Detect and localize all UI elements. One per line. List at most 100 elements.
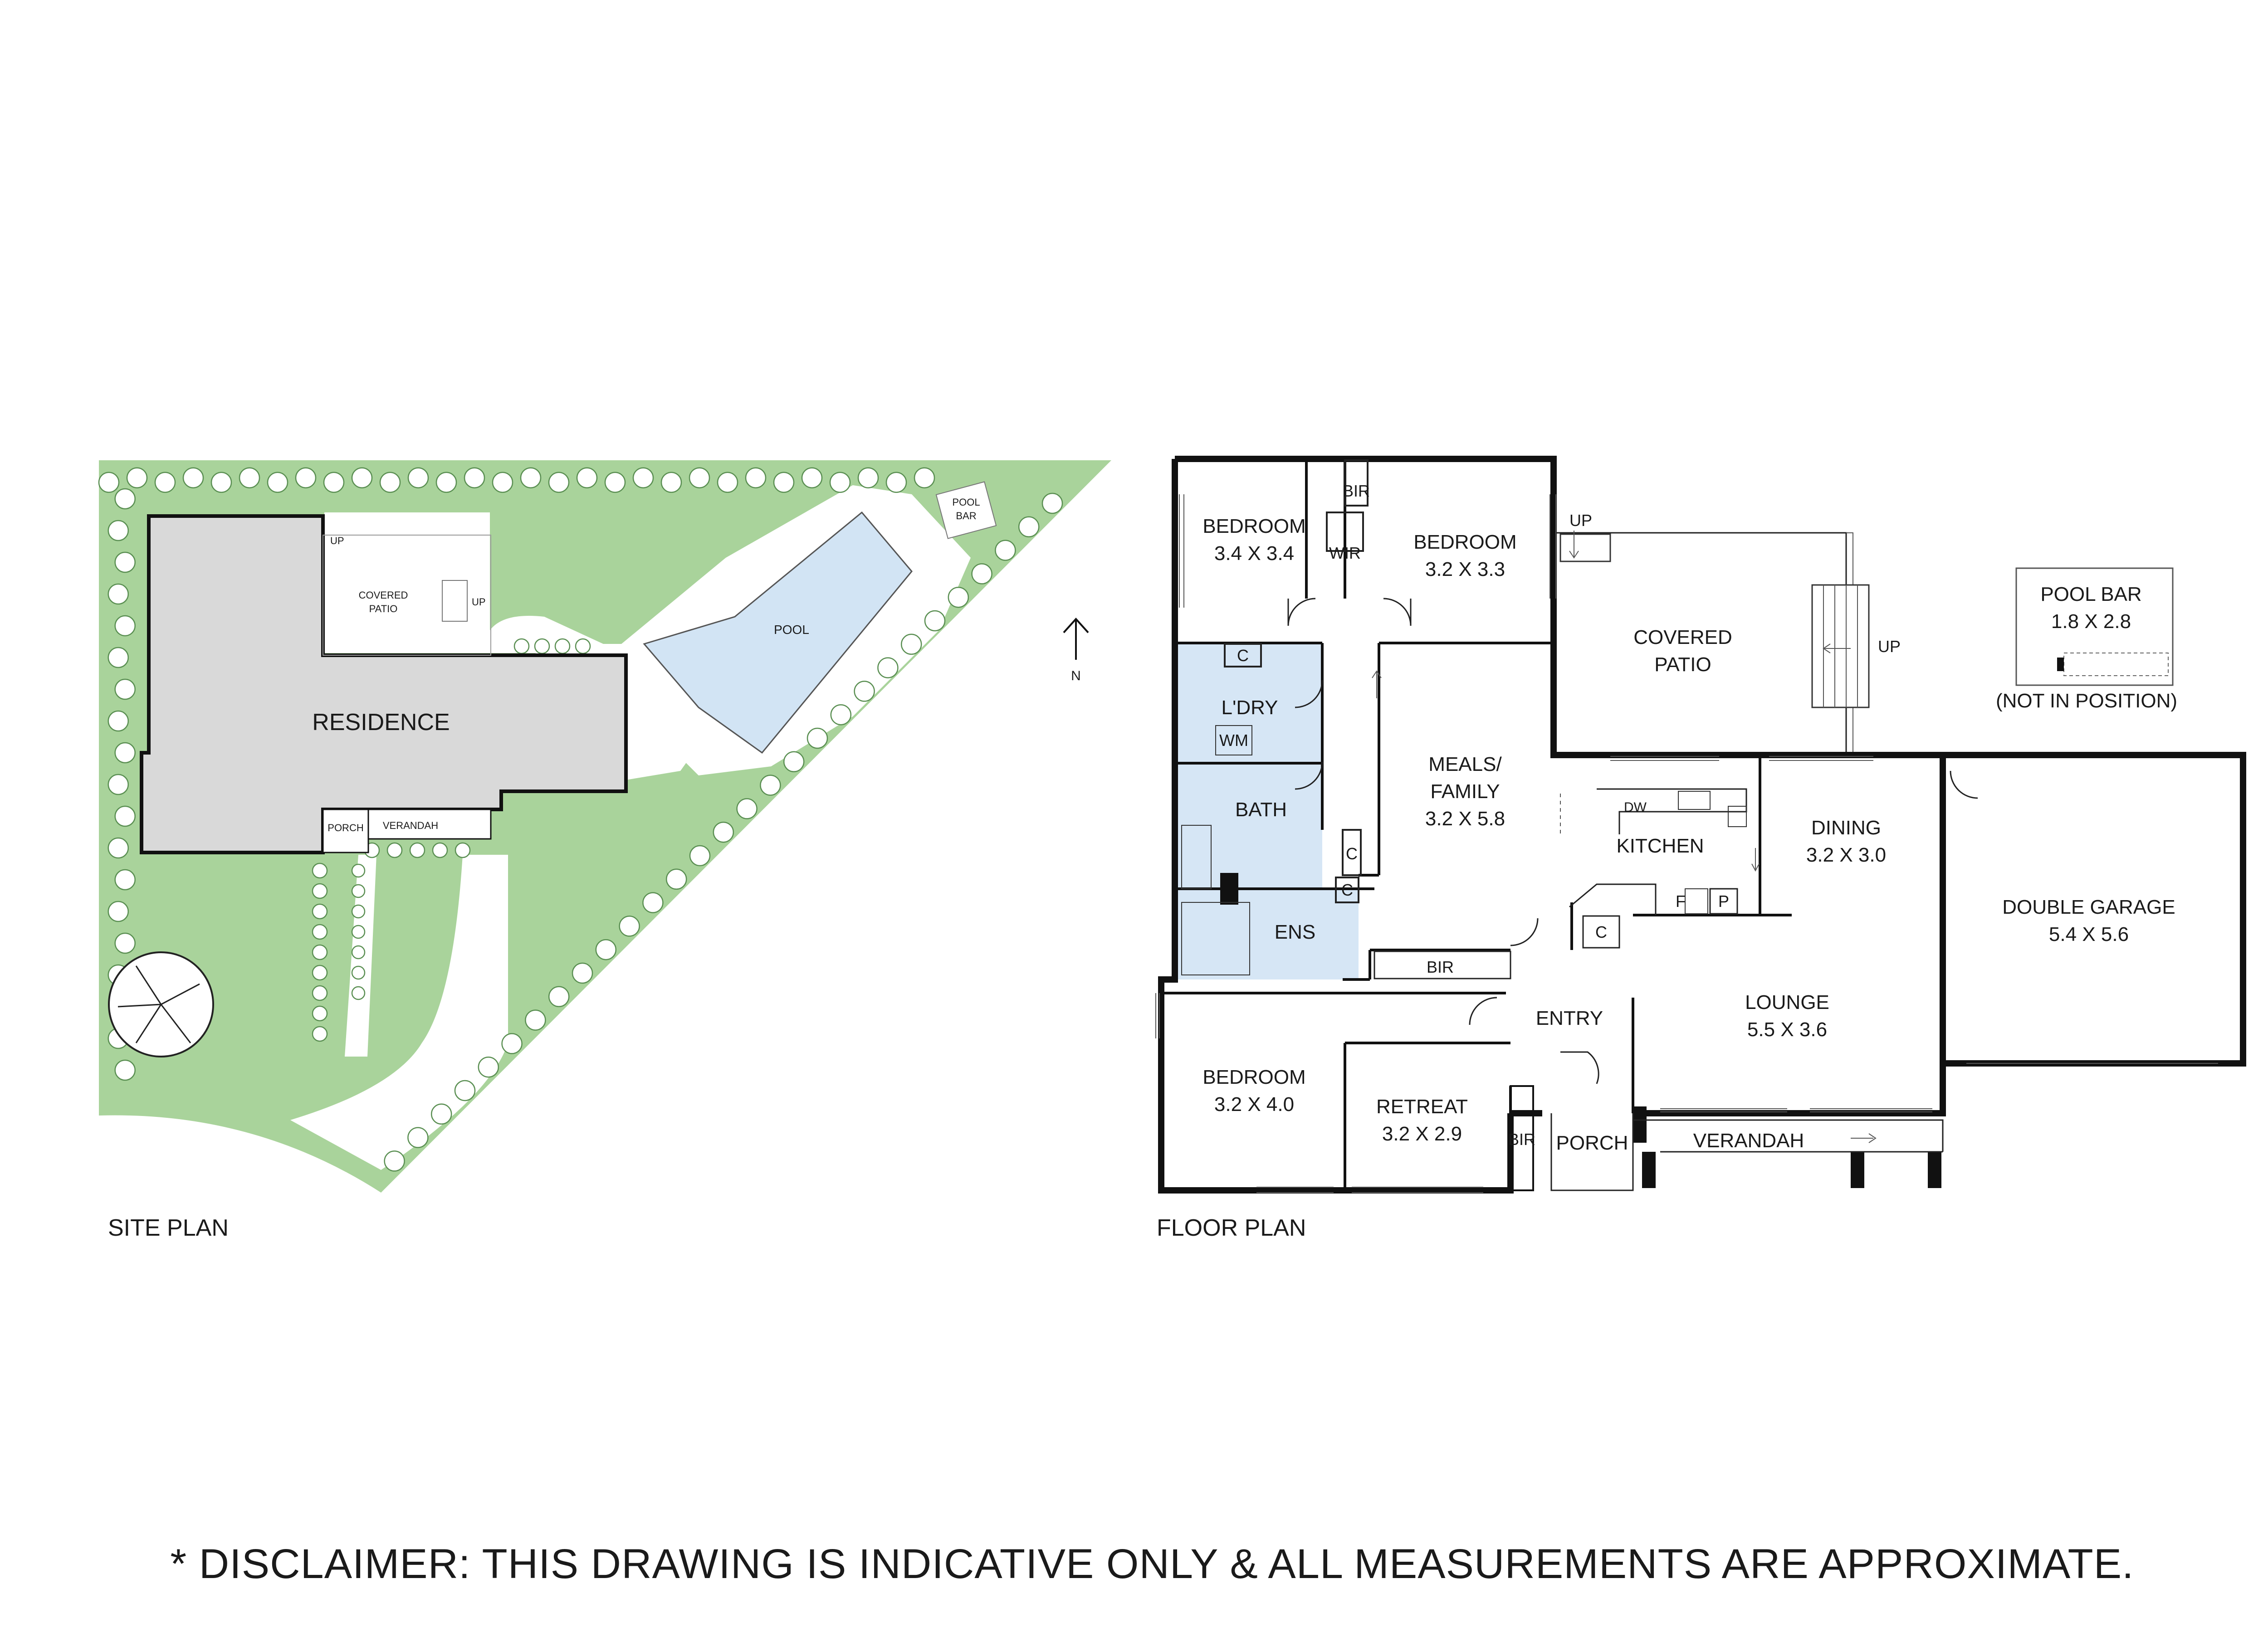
tree-icon [126,467,148,488]
tree-icon [717,472,738,493]
tree-icon [454,1080,476,1101]
bedroom2-size: 3.2 X 3.3 [1425,558,1505,580]
covered-patio-line2: PATIO [1654,653,1711,676]
tree-icon [351,986,366,1000]
tree-icon [435,472,457,493]
tree-icon [501,1033,523,1054]
tree-icon [108,837,129,859]
c2-label: C [1346,844,1358,863]
tree-icon [924,610,946,632]
kitchen-island [1569,883,1657,915]
site-pool-bar [935,481,997,539]
tree-icon [548,986,570,1008]
shower-base [1181,902,1250,975]
ens-label: ENS [1275,921,1315,943]
tree-icon [108,901,129,922]
c-box-laundry [1224,643,1262,667]
tree-icon [407,1127,429,1148]
porch-label: PORCH [1556,1132,1628,1154]
kitchen-label: KITCHEN [1616,835,1704,857]
tree-icon [948,586,969,608]
bir1-label: BIR [1343,482,1370,500]
doors [1287,598,1978,1084]
dw-label: DW [1624,800,1647,815]
tree-icon [595,939,617,960]
tree-icon [108,647,129,668]
tree-icon [1018,516,1040,538]
bedroom3-name: BEDROOM [1202,1066,1305,1088]
tree-icon [1041,492,1063,514]
tree-icon [885,472,907,493]
tree-icon [351,945,366,960]
tree-icon [773,472,795,493]
kitchen-bench [1597,788,1747,834]
tree-icon [520,467,542,488]
site-large-tree [108,951,214,1057]
porch-outline [1550,1113,1944,1191]
tree-icon [351,884,366,898]
tree-icon [351,904,366,919]
floor-plan: BEDROOM 3.4 X 3.4 BEDROOM 3.2 X 3.3 BIR … [1155,456,2246,1241]
bedroom1-size: 3.4 X 3.4 [1214,542,1294,565]
entry-label: ENTRY [1536,1007,1603,1029]
lounge-size: 5.5 X 3.6 [1747,1018,1827,1041]
disclaimer-text: * DISCLAIMER: THIS DRAWING IS INDICATIVE… [170,1541,2134,1587]
pool-bar-box [2015,567,2174,686]
tree-icon [108,710,129,732]
tree-icon [239,467,260,488]
c-box-ens [1335,877,1359,903]
tree-icon [971,563,992,585]
tree-icon [632,467,654,488]
tree-icon [312,862,328,879]
bath-area [1177,763,1322,901]
tree-icon [665,868,687,890]
tree-icon [745,467,767,488]
tree-icon [154,472,176,493]
meals-line1: MEALS/ [1428,753,1502,775]
wir-box [1326,512,1364,552]
tree-icon [736,798,758,819]
site-plan: POOL POOL BAR RESIDENCE COVERED PATIO UP… [98,460,1111,1241]
tree-icon [575,638,591,654]
tree-icon [660,472,682,493]
pool-bar-size: 1.8 X 2.8 [2051,610,2131,633]
p-label: P [1718,892,1729,911]
bir2-label: BIR [1427,958,1454,976]
c-box-meals [1342,829,1362,876]
tree-icon [432,842,448,858]
bir3-label: BIR [1508,1130,1535,1149]
tree-icon [830,704,852,726]
bedroom3-size: 3.2 X 4.0 [1214,1093,1294,1116]
tree-icon [464,467,485,488]
tree-icon [409,842,425,858]
tree-icon [114,869,136,891]
tree-icon [572,962,593,984]
not-in-position-label: (NOT IN POSITION) [1996,690,2177,712]
tree-icon [312,944,328,960]
site-covered-patio-line2: PATIO [369,603,398,614]
patio-steps-up [1811,584,1870,708]
site-pool-bar-line2: BAR [956,510,976,521]
room-labels: BEDROOM 3.4 X 3.4 BEDROOM 3.2 X 3.3 BIR … [1202,482,2177,1154]
tree-icon [114,488,136,510]
tree-icon [267,472,288,493]
tree-icon [386,842,403,858]
tree-icon [854,681,875,702]
tree-icon [619,916,640,937]
dining-name: DINING [1811,817,1881,839]
site-pool-label: POOL [774,623,809,637]
tree-icon [857,467,879,488]
tree-icon [114,1059,136,1081]
bedroom2-name: BEDROOM [1413,531,1516,553]
wm-label: WM [1219,731,1248,750]
c3-label: C [1341,881,1353,899]
site-plan-caption: SITE PLAN [108,1215,229,1241]
site-verandah [367,809,492,840]
tree-icon [312,883,328,899]
up1-label: UP [1569,511,1592,530]
site-verandah-label: VERANDAH [383,820,438,831]
ensuite-area [1177,889,1359,979]
tree-icon [351,925,366,939]
tree-icon [760,775,781,796]
site-porch [322,809,369,853]
